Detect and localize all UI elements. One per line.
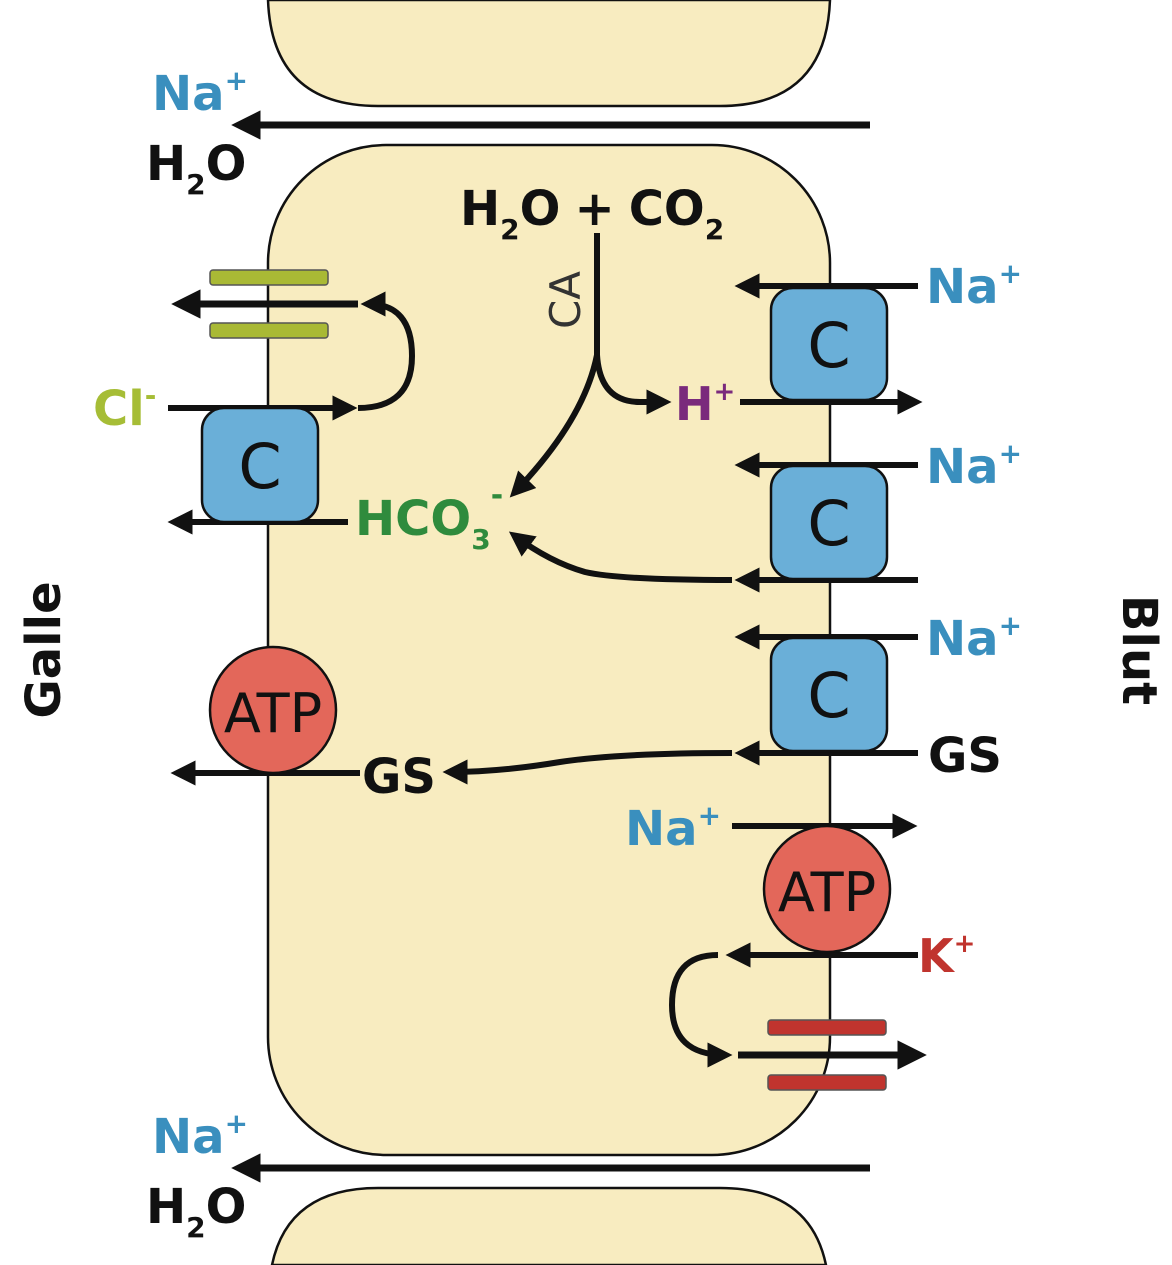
carrier-label: C [807, 487, 850, 560]
neighbour-cell-top [266, 0, 832, 108]
cl-label: Cl- [93, 379, 156, 437]
carrier-label: C [807, 659, 850, 732]
pump-label: ATP [224, 682, 322, 745]
side-label-blood: Blut [1111, 595, 1167, 705]
na-label-3: Na+ [926, 609, 1022, 667]
carrier-na-hco3-cotransporter [769, 464, 889, 581]
k-channel-bottom-bar [767, 1074, 887, 1091]
arrow-to-hco3 [509, 354, 600, 498]
cl-channel-top-bar [209, 269, 329, 286]
neighbour-cell-bottom [270, 1186, 828, 1265]
hco3-label: HCO3- [355, 478, 503, 556]
side-label-bile: Galle [16, 581, 72, 718]
na-label-2: Na+ [926, 437, 1022, 495]
k-recycle-arrow [668, 952, 733, 1068]
na-label-1: Na+ [926, 257, 1022, 315]
cl-channel-bottom-bar [209, 322, 329, 339]
carrier-label: C [238, 430, 281, 503]
pump-label: ATP [778, 861, 876, 924]
gs-label-blood: GS [928, 728, 1002, 784]
na-label-paracellular-top: Na+ [152, 64, 248, 122]
gs-transit-arrow [442, 750, 733, 785]
apical-atp-pump [208, 645, 338, 775]
k-label: K+ [918, 929, 975, 983]
na-label-pump: Na+ [625, 799, 721, 857]
water-label-top: H2O [146, 136, 246, 201]
h-label: H+ [675, 377, 735, 431]
basolateral-atp-pump [762, 824, 892, 954]
cl-recycle-arrow [357, 291, 416, 411]
hco3-transit-arrow [508, 531, 733, 583]
carrier-na-gs-cotransporter [769, 636, 889, 753]
enzyme-label: CA [541, 271, 590, 329]
na-label-paracellular-bottom: Na+ [152, 1107, 248, 1165]
k-channel-top-bar [767, 1019, 887, 1036]
gs-label-inside: GS [362, 749, 436, 805]
arrow-to-h [594, 354, 672, 415]
carrier-cl-hco3-exchanger [200, 406, 320, 524]
water-label-bottom: H2O [146, 1179, 246, 1244]
carrier-na-h-exchanger [769, 286, 889, 402]
reaction-label: H2O+CO2 [460, 181, 724, 246]
carrier-label: C [807, 309, 850, 382]
